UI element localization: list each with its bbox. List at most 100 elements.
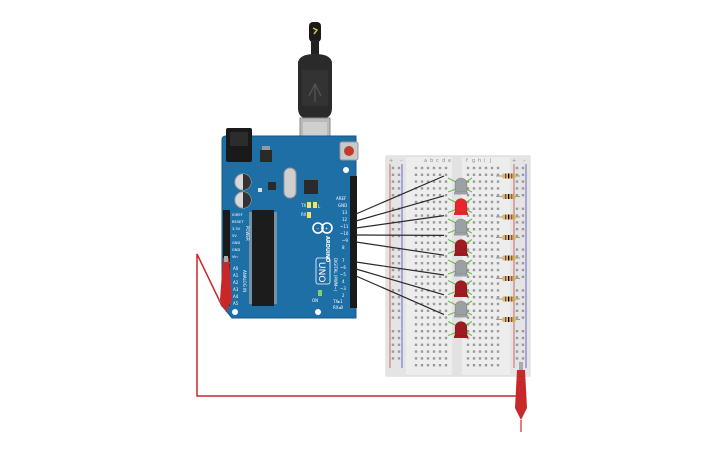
hole [490,228,494,231]
hole [496,302,500,306]
rail-hole [397,336,401,340]
hole [496,221,500,224]
hole [472,166,476,170]
pin-label-8: 8 [342,245,345,250]
hole [438,309,442,312]
led[interactable] [454,198,468,213]
hole [484,207,488,210]
rail-hole [391,289,395,292]
hole [438,194,442,197]
hole [444,350,448,353]
hole [472,364,476,367]
rail-hole [391,166,395,170]
resistor-band [505,173,507,179]
hole [484,296,488,299]
hole [414,207,418,210]
arduino-uno-board[interactable]: TX RX L − + ARDUINO UNO ON AREF GND 1 [221,128,359,319]
signal-wire[interactable] [355,175,445,215]
hole [438,187,442,190]
signal-wire[interactable] [355,215,445,229]
hole [432,194,436,197]
rail-hole [521,207,525,210]
alligator-clip-arduino[interactable] [220,256,232,312]
hole [414,234,418,238]
rail-hole [391,343,395,346]
led[interactable] [454,280,468,295]
hole [490,275,494,278]
signal-wire[interactable] [355,275,445,316]
signal-wire[interactable] [355,261,445,276]
rail-hole [515,336,519,340]
power-header[interactable] [223,210,230,262]
hole [496,289,500,292]
led-leg [465,218,473,224]
hole [490,268,494,272]
hole [466,194,470,197]
pin-label-10: ~10 [340,231,349,236]
hole [496,364,500,367]
led-base [454,315,468,318]
hole [478,275,482,278]
hole [472,207,476,210]
hole [414,166,418,170]
led-leg [447,279,457,286]
resistor-band [511,214,513,220]
signal-wire[interactable] [355,195,445,222]
rail-hole [521,234,525,238]
rx-label: RX [301,212,307,217]
signal-wire[interactable] [355,268,445,296]
digital-header[interactable] [350,176,357,308]
alligator-clip-breadboard[interactable] [515,362,527,432]
pin-label-a4: A4 [233,294,239,299]
hole [490,316,494,319]
hole [484,323,488,326]
hole [420,207,424,210]
led[interactable] [454,321,468,336]
hole [472,357,476,360]
hole [414,262,418,265]
hole [496,200,500,204]
hole [426,228,430,231]
led[interactable] [454,259,468,275]
rail-hole [515,302,519,306]
hole [426,255,430,258]
led[interactable] [454,300,468,316]
rail-hole [397,180,401,183]
hole [426,302,430,306]
hole [484,255,488,258]
hole [432,268,436,272]
hole [478,173,482,176]
pin-label-a3: A3 [233,287,239,292]
hole [414,316,418,319]
led-leg [447,290,457,296]
digital-section-label: DIGITAL (PWM~) [333,258,338,292]
hole [484,282,488,285]
tx-label: TX [300,203,306,208]
hole [426,262,430,265]
pin-label-3: ~3 [340,286,346,291]
resistor-band [511,173,513,179]
led[interactable] [454,239,468,254]
hole [484,221,488,224]
resistors [496,173,520,322]
hole [484,275,488,278]
rail-hole [515,234,519,238]
hole [426,214,430,217]
hole [478,316,482,319]
led[interactable] [454,218,468,234]
hole [444,357,448,360]
signal-wire[interactable] [355,241,445,256]
pin-label-a2: A2 [233,280,239,285]
hole [490,221,494,224]
hole [420,180,424,183]
led[interactable] [454,177,468,193]
hole [478,357,482,360]
resistor-band [513,317,515,322]
hole [444,234,448,238]
hole [444,275,448,278]
led-leg [447,238,457,245]
hole [472,173,476,176]
hole [478,248,482,251]
pin-label-gnd1: GND [232,241,240,245]
